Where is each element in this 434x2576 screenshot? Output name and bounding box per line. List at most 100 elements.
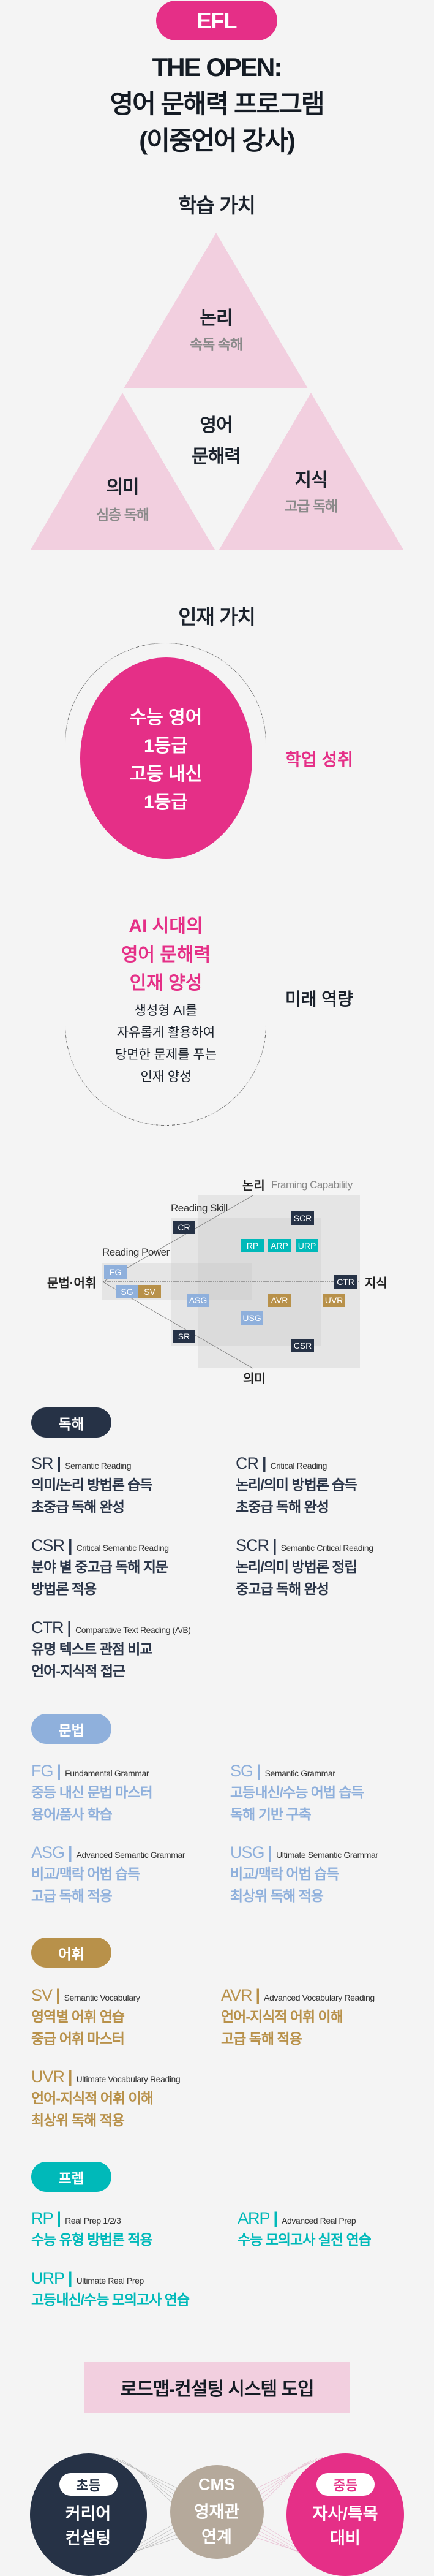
course-desc: 독해 기반 구축	[230, 1806, 312, 1822]
course-code: FG	[31, 1761, 53, 1780]
course-code: ARP	[238, 2208, 271, 2227]
reading-skill-label: Reading Skill	[171, 1202, 228, 1214]
course-asg: ASG|Advanced Semantic Grammar 비교/맥락 어법 습…	[31, 1842, 185, 1907]
axis-logic-en-label: Framing Capability	[271, 1179, 353, 1191]
cms-line: CMS	[198, 2475, 235, 2494]
knowledge-sub: 고급 독해	[284, 498, 338, 514]
center-label-2: 문해력	[192, 447, 241, 467]
achievement-line: 수능 영어	[129, 708, 203, 728]
logic-sub: 속독 속해	[189, 336, 243, 352]
roadmap-connectors	[110, 2457, 324, 2562]
course-desc: 의미/논리 방법론 습득	[31, 1477, 153, 1493]
center-label-1: 영어	[200, 415, 233, 436]
course-arp: ARP|Advanced Real Prep 수능 모의고사 실전 연습	[238, 2208, 372, 2251]
box-arp: ARP	[268, 1239, 291, 1252]
meaning-label: 의미	[106, 477, 139, 498]
page-title-line-1: THE OPEN:	[152, 53, 283, 81]
meaning-sub: 심층 독해	[95, 507, 149, 523]
box-usg: USG	[241, 1311, 263, 1325]
course-desc: 중급 어휘 마스터	[31, 2031, 125, 2047]
course-fg: FG|Fundamental Grammar 중등 내신 문법 마스터 용어/품…	[31, 1760, 153, 1825]
achievement-line: 1등급	[144, 792, 188, 813]
course-desc: 언어-지식적 접근	[31, 1663, 125, 1679]
course-name: Semantic Vocabulary	[64, 1992, 140, 2002]
course-desc: 초중급 독해 완성	[31, 1499, 125, 1515]
box-ctr: CTR	[334, 1275, 357, 1289]
future-label: 미래 역량	[285, 990, 353, 1009]
course-name: Advanced Real Prep	[282, 2215, 356, 2226]
course-name: Comparative Text Reading (A/B)	[75, 1624, 191, 1635]
cms-line: 영재관	[193, 2502, 240, 2521]
course-desc: 수능 모의고사 실전 연습	[238, 2232, 372, 2248]
learning-value-title: 학습 가치	[178, 194, 256, 217]
box-fg: FG	[104, 1265, 127, 1279]
course-code: USG	[230, 1843, 265, 1862]
course-code: SCR	[236, 1536, 269, 1555]
future-desc: 자유롭게 활용하여	[116, 1026, 215, 1040]
course-desc: 최상위 독해 적용	[31, 2112, 125, 2128]
axis-meaning-label: 의미	[243, 1372, 266, 1386]
box-avr: AVR	[268, 1294, 291, 1307]
page-title-line-3: (이중언어 강사)	[139, 126, 295, 155]
achievement-line: 고등 내신	[129, 764, 203, 784]
course-name: Advanced Semantic Grammar	[76, 1849, 185, 1860]
achievement-ellipse	[80, 657, 252, 859]
category-grammar-badge: 문법	[31, 1714, 111, 1744]
course-name: Real Prep 1/2/3	[65, 2215, 121, 2226]
course-name: Semantic Reading	[65, 1460, 132, 1471]
category-prep-badge: 프렙	[31, 2162, 111, 2192]
course-code: RP	[31, 2208, 54, 2227]
axis-logic-label: 논리	[242, 1179, 265, 1193]
course-sg: SG|Semantic Grammar 고등내신/수능 어법 습득 독해 기반 …	[230, 1760, 364, 1825]
course-desc: 논리/의미 방법론 정립	[236, 1559, 357, 1575]
box-cr: CR	[173, 1221, 195, 1234]
course-scr: SCR|Semantic Critical Reading 논리/의미 방법론 …	[236, 1535, 373, 1600]
course-desc: 언어-지식적 어휘 이해	[221, 2009, 343, 2025]
reading-power-label: Reading Power	[102, 1246, 170, 1258]
course-name: Advanced Vocabulary Reading	[264, 1992, 375, 2002]
middle-school-badge: 중등	[316, 2473, 375, 2496]
achievement-line: 1등급	[144, 736, 188, 756]
course-desc: 비교/맥락 어법 습득	[230, 1866, 339, 1882]
course-name: Semantic Critical Reading	[280, 1542, 373, 1553]
triangle-top	[124, 233, 308, 388]
elementary-line: 컨설팅	[65, 2529, 111, 2548]
elementary-badge: 초등	[59, 2473, 118, 2496]
course-avr: AVR|Advanced Vocabulary Reading 언어-지식적 어…	[221, 1985, 375, 2050]
course-name: Ultimate Semantic Grammar	[276, 1849, 378, 1860]
future-line: 영어 문해력	[121, 945, 211, 965]
cms-circle	[170, 2465, 264, 2559]
future-line: 인재 양성	[129, 973, 203, 993]
course-uvr: UVR|Ultimate Vocabulary Reading 언어-지식적 어…	[31, 2066, 181, 2131]
course-sv: SV|Semantic Vocabulary 영역별 어휘 연습 중급 어휘 마…	[31, 1985, 140, 2050]
category-reading-badge: 독해	[31, 1407, 111, 1438]
box-sv: SV	[138, 1285, 161, 1298]
logic-label: 논리	[200, 308, 233, 328]
future-desc: 당면한 문제를 푸는	[114, 1048, 217, 1062]
roadmap-title-banner: 로드맵-컨설팅 시스템 도입	[84, 2362, 350, 2413]
future-line: AI 시대의	[129, 916, 203, 936]
knowledge-label: 지식	[294, 470, 327, 490]
future-desc: 생성형 AI를	[134, 1004, 198, 1018]
efl-badge: EFL	[156, 1, 277, 40]
course-name: Ultimate Real Prep	[76, 2275, 144, 2286]
course-sr: SR|Semantic Reading 의미/논리 방법론 습득 초중급 독해 …	[31, 1453, 153, 1518]
course-rp: RP|Real Prep 1/2/3 수능 유형 방법론 적용	[31, 2208, 153, 2251]
achievement-label: 학업 성취	[285, 750, 353, 769]
efl-badge-label: EFL	[196, 7, 238, 33]
course-usg: USG|Ultimate Semantic Grammar 비교/맥락 어법 습…	[230, 1842, 378, 1907]
box-scr: SCR	[291, 1211, 314, 1225]
page-title-line-2: 영어 문해력 프로그램	[110, 89, 324, 118]
course-desc: 용어/품사 학습	[31, 1806, 113, 1822]
course-name: Semantic Grammar	[264, 1768, 335, 1778]
course-desc: 최상위 독해 적용	[230, 1888, 324, 1904]
middle-school-line: 자사/특목	[312, 2504, 378, 2523]
connector-left	[110, 2457, 184, 2562]
course-code: AVR	[221, 1985, 253, 2004]
box-uvr: UVR	[323, 1294, 345, 1307]
course-code: SV	[31, 1985, 53, 2004]
course-code: CSR	[31, 1536, 65, 1555]
course-desc: 고등내신/수능 어법 습득	[230, 1784, 364, 1800]
course-code: CTR	[31, 1618, 64, 1637]
middle-school-line: 대비	[330, 2529, 361, 2548]
